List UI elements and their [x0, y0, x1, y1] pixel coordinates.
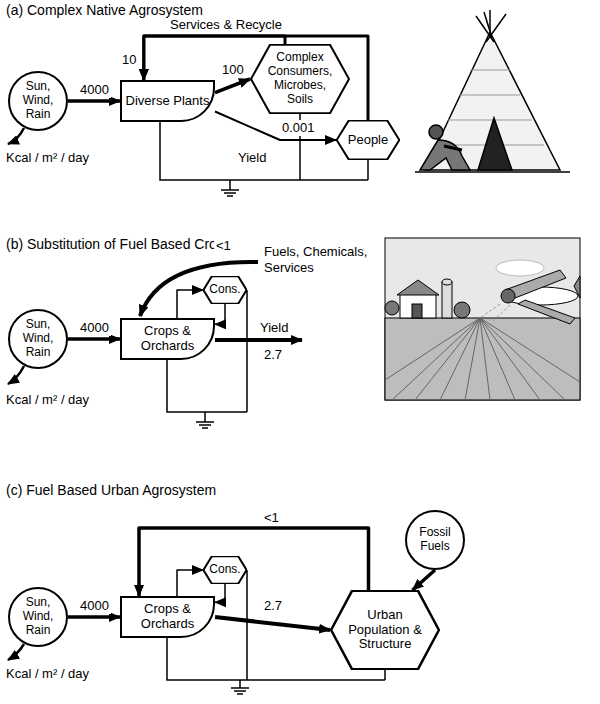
input-label: Fuels, Chemicals, Services [262, 244, 376, 275]
energy-source-circle: Sun, Wind, Rain [8, 71, 68, 131]
consumer-hexagon: People [336, 120, 400, 160]
flow-number: 0.001 [280, 120, 317, 136]
node-text: Sun, Wind, Rain [15, 80, 61, 121]
energy-flow-connector [68, 99, 120, 103]
flow-number: <1 [214, 238, 233, 254]
consumer-hexagon: Complex Consumers, Microbes, Soils [250, 44, 350, 114]
energy-flow-connector [68, 337, 120, 341]
energy-flow-connector [215, 617, 330, 630]
node-text: People [348, 133, 388, 148]
energy-flow-connector [215, 304, 225, 324]
node-text: Cons. [209, 283, 240, 297]
flow-label: Yield [258, 320, 290, 336]
flow-label: Yield [236, 150, 268, 166]
unit-label: Kcal / m² / day [4, 666, 91, 682]
farm-illustration [385, 238, 580, 400]
panel-title: (b) Substitution of Fuel Based Crops [4, 236, 234, 253]
panel-title: (c) Fuel Based Urban Agrosystem [4, 482, 218, 499]
energy-flow-connector [139, 528, 369, 596]
consumer-hexagon: Cons. [203, 556, 247, 584]
node-text: Cons. [209, 563, 240, 577]
energy-flow-connector [68, 615, 120, 619]
yield-arrow [215, 338, 302, 342]
energy-flow-connector [215, 79, 250, 93]
node-text: Fossil Fuels [412, 526, 458, 554]
energy-flow-connector [413, 570, 436, 590]
producer-box: Crops & Orchards [120, 596, 215, 638]
energy-source-circle: Sun, Wind, Rain [8, 587, 68, 647]
energy-flow-connector [177, 290, 203, 318]
flow-number: 2.7 [262, 598, 284, 614]
node-text: Crops & Orchards [125, 324, 210, 354]
unit-label: Kcal / m² / day [4, 150, 91, 166]
unit-label: Kcal / m² / day [4, 392, 91, 408]
energy-flow-connector [215, 584, 225, 602]
flow-number: 10 [120, 52, 138, 68]
flow-number: 100 [220, 62, 246, 78]
energy-flow-connector [215, 112, 336, 141]
node-text: Sun, Wind, Rain [15, 596, 61, 637]
flow-number: <1 [262, 510, 281, 526]
node-text: Complex Consumers, Microbes, Soils [261, 51, 339, 106]
node-text: Diverse Plants [126, 94, 210, 109]
flow-number: 2.7 [262, 347, 284, 363]
flow-number: 4000 [78, 82, 111, 98]
energy-source-circle: Sun, Wind, Rain [8, 309, 68, 369]
flow-label: Services & Recycle [168, 17, 284, 33]
urban-hexagon: Urban Population & Structure [330, 590, 440, 670]
consumer-hexagon: Cons. [203, 276, 247, 304]
energy-flow-connector [177, 570, 203, 596]
producer-box: Crops & Orchards [120, 318, 215, 360]
teepee-illustration [415, 10, 570, 172]
node-text: Urban Population & Structure [343, 608, 428, 653]
flow-number: 4000 [78, 598, 111, 614]
flow-number: 4000 [78, 320, 111, 336]
producer-box: Diverse Plants [120, 80, 215, 122]
fuel-input-arrow [140, 262, 258, 316]
node-text: Crops & Orchards [125, 602, 210, 632]
energy-source-circle: Fossil Fuels [405, 510, 465, 570]
node-text: Sun, Wind, Rain [15, 318, 61, 359]
